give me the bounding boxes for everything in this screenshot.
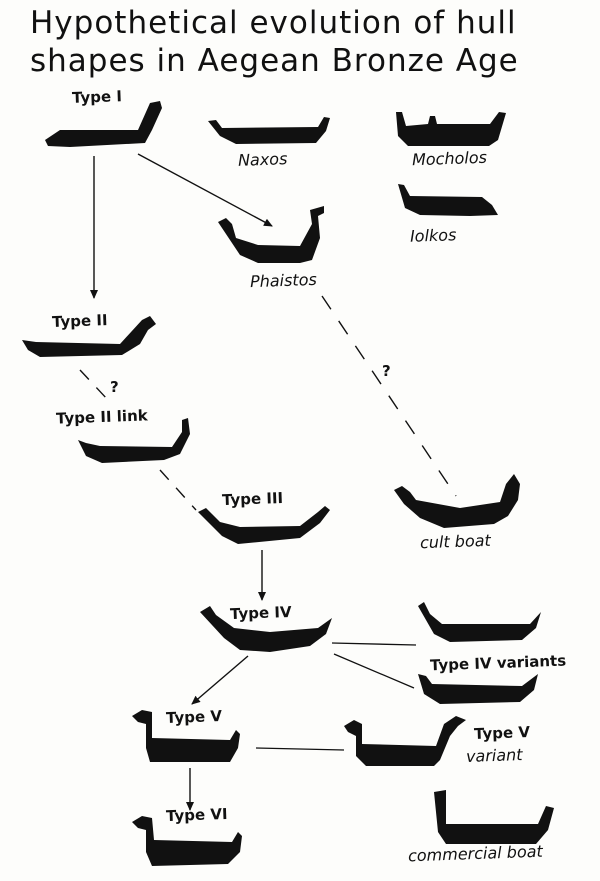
question-mark-type2-link: ? (110, 378, 119, 396)
label-type-3: Type III (221, 488, 284, 510)
label-type-5: Type V (165, 707, 223, 727)
label-type-6: Type VI (165, 804, 228, 826)
hull-mocholos (396, 112, 506, 146)
label-type-2: Type II (51, 311, 108, 331)
hull-type-4 (200, 606, 332, 652)
label-type-1: Type I (71, 87, 123, 107)
hull-type-2-link (78, 418, 190, 463)
label-mocholos: Mocholos (411, 147, 488, 170)
link-type5-to-variant (255, 747, 345, 751)
hull-cult-boat (394, 474, 520, 528)
label-type-5-variant-line2: variant (465, 745, 523, 766)
hull-type-4-variant-2 (418, 674, 538, 704)
hull-type-5-variant (344, 716, 466, 766)
hull-type-2 (22, 316, 156, 357)
label-type-5-variant-line1: Type V (473, 723, 531, 743)
title-line-1: Hypothetical evolution of hull (30, 5, 517, 41)
hull-type-1 (45, 101, 162, 147)
dashed-phaistos-to-cult-boat (321, 295, 457, 497)
label-type-4: Type IV (229, 602, 292, 624)
hull-iolkos (398, 184, 498, 216)
hull-type-4-variant-1 (418, 602, 541, 642)
hull-commercial-boat (434, 790, 554, 844)
label-iolkos: Iolkos (409, 225, 457, 246)
hull-type-5 (132, 710, 240, 762)
title-line-2: shapes in Aegean Bronze Age (30, 43, 519, 79)
question-mark-cult-boat: ? (382, 362, 391, 380)
arrow-type4-to-type5 (191, 655, 249, 705)
hull-phaistos (218, 206, 324, 263)
dashed-type2-link-to-type3 (159, 469, 197, 511)
label-phaistos: Phaistos (249, 269, 318, 292)
label-type-2-link: Type II link (55, 406, 148, 428)
hull-type-6 (132, 816, 242, 866)
diagram-title: Hypothetical evolution of hull shapes in… (30, 4, 590, 80)
hull-naxos (208, 117, 330, 144)
hull-type-3 (198, 506, 330, 544)
dashed-type2-to-type2-link (79, 369, 109, 401)
link-type4-to-variant-2 (333, 653, 415, 689)
label-naxos: Naxos (237, 149, 288, 170)
link-type4-to-variant-1 (331, 642, 417, 646)
label-cult-boat: cult boat (419, 530, 492, 553)
arrow-type1-to-phaistos (137, 153, 273, 227)
